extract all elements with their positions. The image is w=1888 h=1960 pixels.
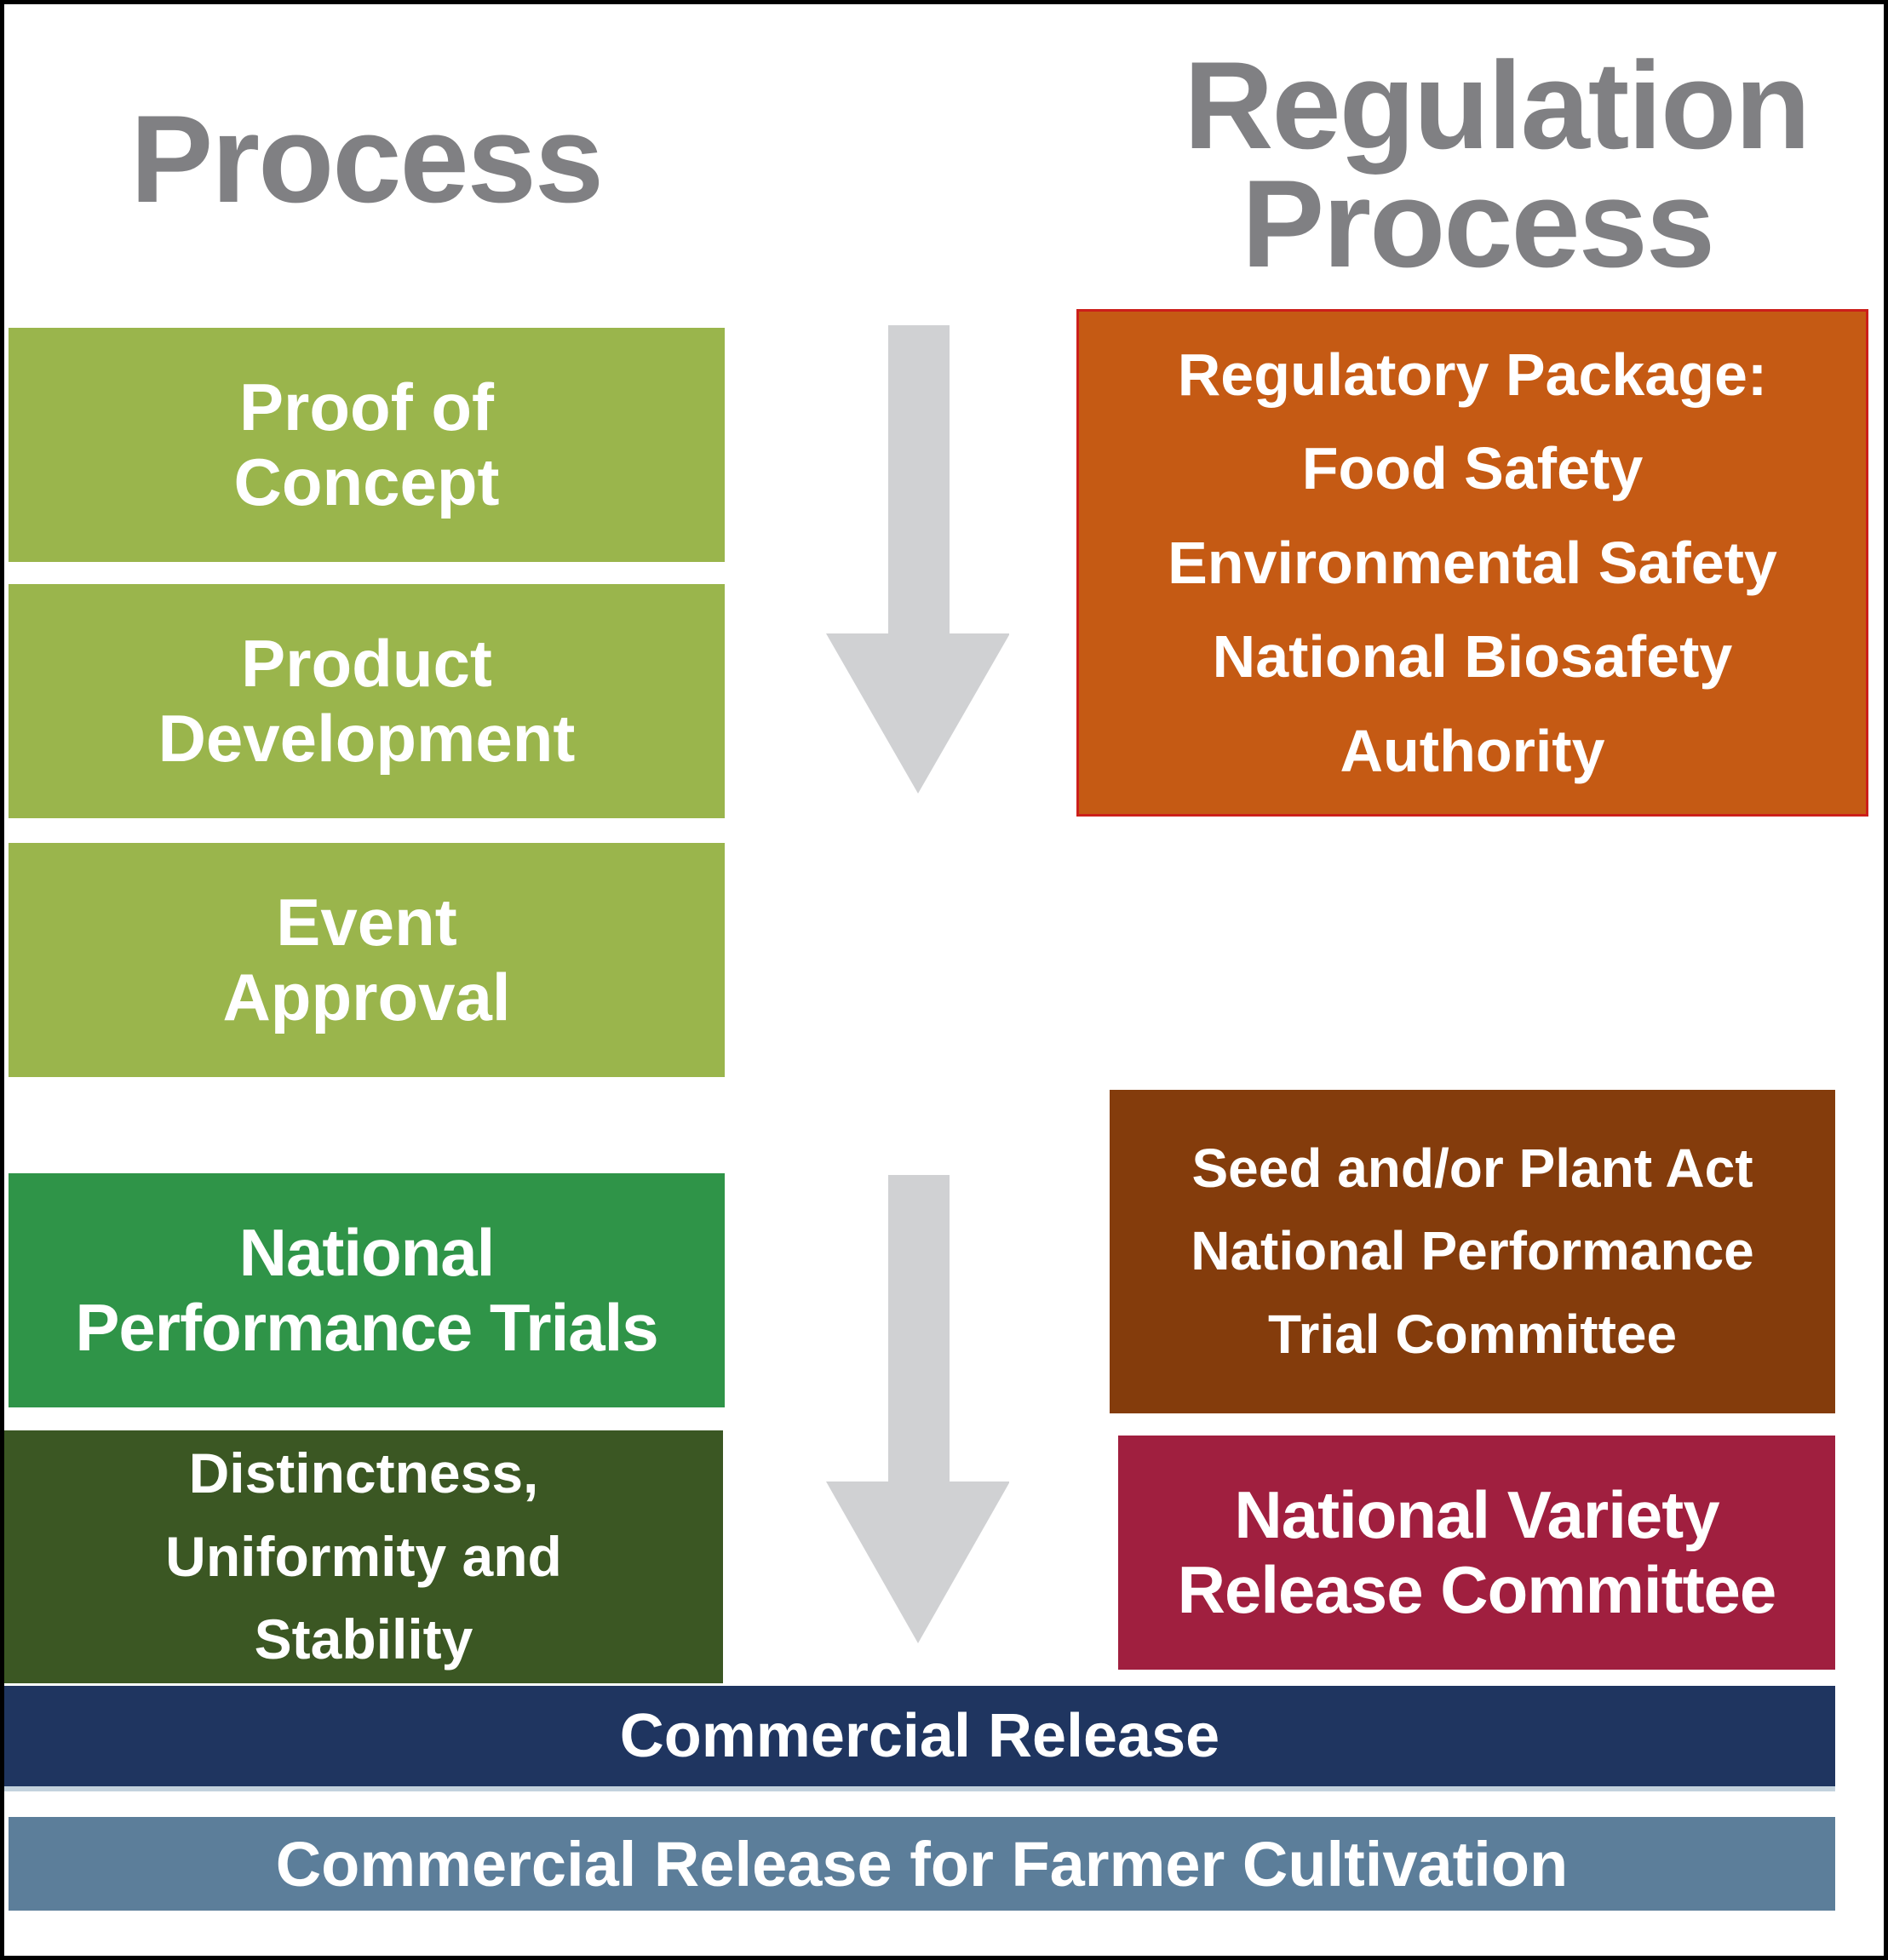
- commercial-release-label: Commercial Release: [619, 1702, 1220, 1770]
- regulatory-package-box: Regulatory Package: Food Safety Environm…: [1076, 309, 1868, 817]
- national-variety-release-committee-label: National Variety Release Committee: [1177, 1477, 1777, 1627]
- commercial-release-farmer-cultivation-bar: Commercial Release for Farmer Cultivatio…: [9, 1817, 1835, 1911]
- process-heading: Process: [129, 89, 604, 228]
- national-variety-release-committee-box: National Variety Release Committee: [1118, 1436, 1835, 1670]
- arrow-head: [826, 1481, 1009, 1643]
- proof-of-concept-box: Proof of Concept: [9, 328, 725, 562]
- dus-label: Distinctness, Uniformity and Stability: [165, 1441, 562, 1671]
- product-development-box: Product Development: [9, 584, 725, 818]
- down-arrow-icon: [826, 325, 1009, 794]
- down-arrow-icon: [826, 1175, 1009, 1643]
- event-approval-label: Event Approval: [222, 885, 511, 1034]
- proof-of-concept-label: Proof of Concept: [233, 370, 500, 519]
- seed-plant-act-label: Seed and/or Plant Act National Performan…: [1191, 1138, 1754, 1365]
- arrow-shaft: [888, 1175, 950, 1481]
- event-approval-box: Event Approval: [9, 843, 725, 1077]
- commercial-release-farmer-cultivation-label: Commercial Release for Farmer Cultivatio…: [275, 1828, 1569, 1900]
- dus-box: Distinctness, Uniformity and Stability: [4, 1430, 723, 1683]
- seed-plant-act-box: Seed and/or Plant Act National Performan…: [1110, 1090, 1835, 1413]
- arrow-head: [826, 633, 1009, 794]
- product-development-label: Product Development: [158, 626, 576, 776]
- arrow-shaft: [888, 325, 950, 633]
- regulatory-package-label: Regulatory Package: Food Safety Environm…: [1168, 341, 1777, 784]
- national-performance-trials-label: National Performance Trials: [75, 1215, 658, 1365]
- commercial-release-bar: Commercial Release: [4, 1686, 1835, 1786]
- national-performance-trials-box: National Performance Trials: [9, 1173, 725, 1407]
- regulation-process-heading: Regulation Process: [1184, 36, 1811, 293]
- release-bar-divider: [4, 1786, 1835, 1791]
